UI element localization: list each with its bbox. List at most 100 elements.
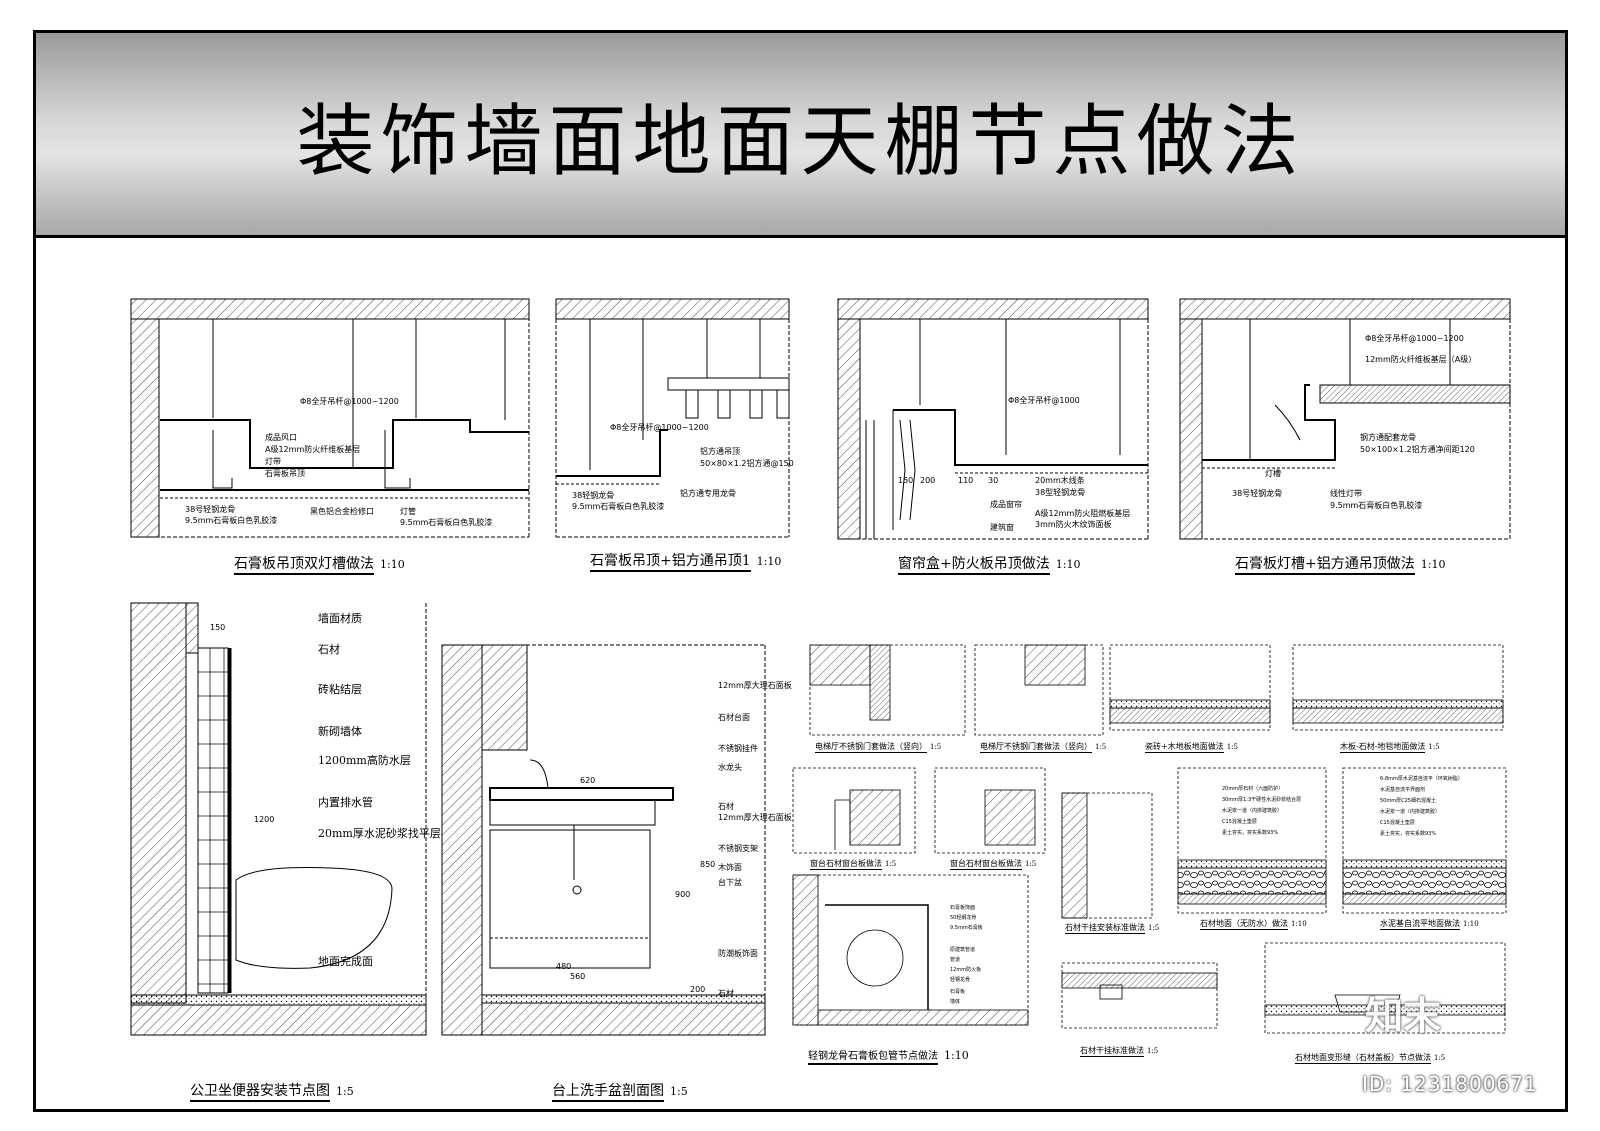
note: 石材 bbox=[718, 989, 734, 998]
note: 水泥基自流平界面剂 bbox=[1380, 787, 1426, 793]
note: 成品风口 bbox=[265, 433, 297, 442]
note: 12mm防火板 bbox=[950, 967, 982, 973]
note: 9.5mm石膏板 bbox=[950, 925, 983, 931]
note: 墙面材质 bbox=[318, 612, 362, 625]
note: 20mm厚石材（六面防护） bbox=[1222, 786, 1284, 792]
note: 水龙头 bbox=[718, 763, 742, 772]
dimension: 620 bbox=[580, 776, 596, 785]
note: 石膏板饰面 bbox=[950, 905, 976, 911]
note: 9.5mm石膏板白色乳胶漆 bbox=[1330, 501, 1423, 510]
note: 新砌墙体 bbox=[318, 725, 362, 738]
note: 砖粘结层 bbox=[318, 683, 362, 696]
detail-curtain-box bbox=[837, 298, 1149, 540]
note: 50mm厚C25细石混凝土 bbox=[1380, 798, 1436, 804]
note: 30mm厚1:3干硬性水泥砂浆结合层 bbox=[1222, 797, 1302, 803]
small-details bbox=[792, 644, 1507, 1034]
note: 12mm厚大理石面板 bbox=[718, 813, 792, 822]
detail-double-light-trough bbox=[130, 298, 530, 538]
note: 石材 bbox=[718, 802, 734, 811]
page-title: 装饰墙面地面天棚节点做法 bbox=[296, 97, 1305, 187]
note: 12mm厚大理石面板 bbox=[718, 681, 792, 690]
note: 50×80×1.2铝方通@150 bbox=[700, 459, 794, 468]
note: 9.5mm石膏板白色乳胶漆 bbox=[185, 516, 278, 525]
note: 1200mm高防水层 bbox=[318, 754, 411, 767]
dimension: 850 bbox=[700, 860, 716, 869]
dimension: 560 bbox=[570, 972, 586, 981]
note: 38号轻钢龙骨 bbox=[1232, 489, 1283, 498]
drawing-id: ID: 1231800671 bbox=[1362, 1072, 1538, 1096]
note: 灯槽 bbox=[1265, 469, 1281, 478]
note: 50×100×1.2铝方通净间距120 bbox=[1360, 445, 1475, 454]
note: 石材 bbox=[318, 643, 340, 656]
note: 线性灯带 bbox=[1330, 489, 1362, 498]
note: C15混凝土垫层 bbox=[1380, 820, 1415, 826]
note: 墙体 bbox=[950, 999, 961, 1005]
note: 不锈钢挂件 bbox=[718, 744, 758, 753]
dimension: 200 bbox=[920, 476, 936, 485]
dimension: 30 bbox=[988, 476, 999, 485]
note: 9.5mm石膏板白色乳胶漆 bbox=[400, 518, 493, 527]
note: 水泥浆一道（内掺建筑胶） bbox=[1222, 808, 1283, 814]
dimension: 480 bbox=[556, 962, 572, 971]
note: Φ8全牙吊杆@1000 bbox=[1008, 396, 1080, 405]
note: A级12mm防火纤维板基层 bbox=[265, 445, 361, 454]
brand-logo: 知末 bbox=[1365, 994, 1442, 1038]
caption-small-1: 电梯厅不锈钢门套做法（竖向）1:5 bbox=[815, 742, 942, 753]
note: 台下盆 bbox=[718, 878, 742, 887]
note: 水泥浆一道（内掺建筑胶） bbox=[1380, 809, 1441, 815]
detail-gypsum-aluminum-tube bbox=[555, 298, 790, 538]
note: 6-8mm厚水泥基自流平（环氧树脂） bbox=[1380, 776, 1463, 782]
note: 20mm木线条 bbox=[1035, 476, 1085, 485]
note: 建筑窗 bbox=[990, 523, 1014, 532]
note: 防潮板饰面 bbox=[718, 949, 758, 958]
note: 石材台面 bbox=[718, 713, 750, 722]
note: 素土夯实，夯实系数93% bbox=[1222, 830, 1279, 836]
dimension: 150 bbox=[210, 623, 226, 632]
note: 铝方通吊顶 bbox=[700, 447, 740, 456]
detail-countertop-basin bbox=[441, 644, 766, 1036]
caption-small-2: 电梯厅不锈钢门套做法（竖向）1:5 bbox=[980, 742, 1107, 753]
note: 38型轻钢龙骨 bbox=[1035, 488, 1086, 497]
note: Φ8全牙吊杆@1000~1200 bbox=[300, 397, 399, 406]
note: 38号轻钢龙骨 bbox=[185, 505, 236, 514]
note: 不锈钢支架 bbox=[718, 844, 758, 853]
note: 轻钢龙骨 bbox=[950, 977, 971, 983]
note: 管道 bbox=[950, 957, 961, 963]
detail-toilet-installation bbox=[130, 602, 427, 1036]
note: 石膏板吊顶 bbox=[265, 469, 305, 478]
note: Φ8全牙吊杆@1000~1200 bbox=[1365, 334, 1464, 343]
note: 灯管 bbox=[400, 507, 416, 516]
note: 内置排水管 bbox=[318, 796, 373, 809]
note: 成品窗帘 bbox=[990, 500, 1022, 509]
dimension: 110 bbox=[958, 476, 974, 485]
note: 地面完成面 bbox=[318, 955, 373, 968]
dimension: 900 bbox=[675, 890, 691, 899]
note: C15混凝土垫层 bbox=[1222, 819, 1257, 825]
note: 38轻钢龙骨 bbox=[572, 491, 615, 500]
note: 9.5mm石膏板白色乳胶漆 bbox=[572, 502, 665, 511]
note: 木饰面 bbox=[718, 863, 742, 872]
note: 原建筑管道 bbox=[950, 947, 976, 953]
note: 铝方通专用龙骨 bbox=[680, 489, 736, 498]
note: 钢方通配套龙骨 bbox=[1360, 433, 1416, 442]
title-banner: 装饰墙面地面天棚节点做法 bbox=[36, 33, 1565, 238]
dimension: 150 bbox=[898, 476, 914, 485]
note: A级12mm防火阻燃板基层 bbox=[1035, 509, 1131, 518]
dimension: 200 bbox=[690, 985, 706, 994]
